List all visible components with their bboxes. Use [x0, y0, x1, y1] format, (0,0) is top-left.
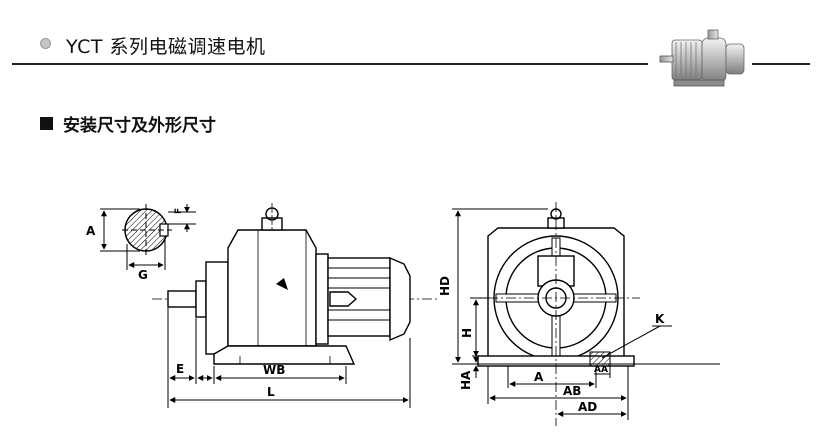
- dimension-label-ab: AB: [563, 384, 581, 398]
- dimension-label-g: G: [138, 268, 148, 282]
- dimension-label-l: L: [267, 385, 275, 399]
- motor-side-view: [152, 203, 440, 365]
- front-view-dimensions: [452, 208, 720, 420]
- section-heading-text: 安装尺寸及外形尺寸: [63, 116, 216, 136]
- dimension-label-h: H: [460, 328, 474, 338]
- dimension-label-a-base: A: [534, 370, 544, 384]
- square-bullet-icon: [40, 117, 53, 130]
- header-rule-right: [752, 63, 810, 65]
- bullet-circle-icon: [40, 38, 51, 49]
- side-view-dimensions: [167, 308, 411, 408]
- dimension-label-a-key: A: [86, 224, 96, 238]
- header-rule-left: [12, 63, 648, 65]
- page-header: YCT 系列电磁调速电机: [0, 0, 820, 87]
- dimension-label-f: F: [174, 208, 184, 214]
- dimension-label-ad: AD: [578, 400, 597, 414]
- dimension-label-k: K: [655, 312, 665, 326]
- dimension-label-hd: HD: [438, 276, 452, 296]
- dimension-label-ha: HA: [459, 370, 473, 390]
- dimension-drawing: A F G: [86, 202, 720, 426]
- electric-motor-photo-icon: [659, 29, 745, 87]
- dimension-label-aa: AA: [594, 365, 608, 375]
- dimension-label-e: E: [176, 362, 184, 376]
- section-heading: 安装尺寸及外形尺寸: [40, 111, 216, 136]
- dimension-label-wb: WB: [263, 363, 285, 377]
- page-title: YCT 系列电磁调速电机: [66, 36, 266, 58]
- front-view-centerlines: [470, 202, 640, 426]
- shaft-key-detail: [100, 204, 196, 270]
